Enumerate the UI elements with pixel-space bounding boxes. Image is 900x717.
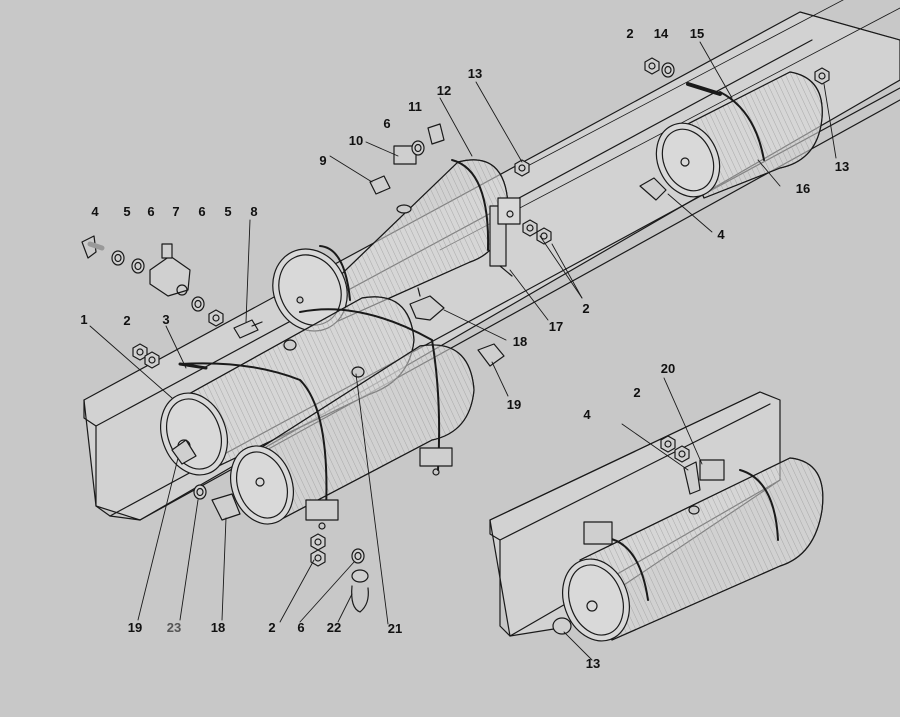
callout-4: 4 xyxy=(717,227,725,242)
callout-2: 2 xyxy=(626,26,634,41)
callout-9: 9 xyxy=(319,153,327,168)
fittings-and-valves xyxy=(81,57,830,613)
callout-17: 17 xyxy=(548,319,564,334)
callout-10: 10 xyxy=(348,133,364,148)
callout-18: 18 xyxy=(210,620,226,635)
callout-14: 14 xyxy=(653,26,669,41)
callout-7: 7 xyxy=(172,204,180,219)
callout-20: 20 xyxy=(660,361,676,376)
callout-4: 4 xyxy=(91,204,99,219)
callout-16: 16 xyxy=(795,181,811,196)
callout-19: 19 xyxy=(506,397,522,412)
callout-23: 23 xyxy=(166,620,182,635)
air-tank-front-rear xyxy=(160,296,415,476)
callout-13: 13 xyxy=(834,159,850,174)
callout-21: 21 xyxy=(387,621,403,636)
callout-2: 2 xyxy=(633,385,641,400)
callout-18: 18 xyxy=(512,334,528,349)
callout-2: 2 xyxy=(268,620,276,635)
callout-5: 5 xyxy=(224,204,232,219)
callout-6: 6 xyxy=(147,204,155,219)
callout-8: 8 xyxy=(250,204,258,219)
callout-13: 13 xyxy=(585,656,601,671)
callout-5: 5 xyxy=(123,204,131,219)
air-tank-front xyxy=(230,339,475,525)
callout-19: 19 xyxy=(127,620,143,635)
callout-12: 12 xyxy=(436,83,452,98)
callout-6: 6 xyxy=(383,116,391,131)
callout-15: 15 xyxy=(689,26,705,41)
air-tank-lower-right xyxy=(552,457,824,642)
callout-6: 6 xyxy=(297,620,305,635)
leader-lines xyxy=(89,41,837,661)
callout-2: 2 xyxy=(123,313,131,328)
air-tank-right-upper xyxy=(655,71,823,199)
callout-3: 3 xyxy=(162,312,170,327)
callout-1: 1 xyxy=(80,312,88,327)
callout-11: 11 xyxy=(408,99,422,114)
mounting-bracket-17 xyxy=(489,197,521,277)
callout-2: 2 xyxy=(582,301,590,316)
callout-13: 13 xyxy=(467,66,483,81)
callout-6: 6 xyxy=(198,204,206,219)
callout-22: 22 xyxy=(326,620,342,635)
tank-strap-3 xyxy=(178,308,453,530)
callout-4: 4 xyxy=(583,407,591,422)
